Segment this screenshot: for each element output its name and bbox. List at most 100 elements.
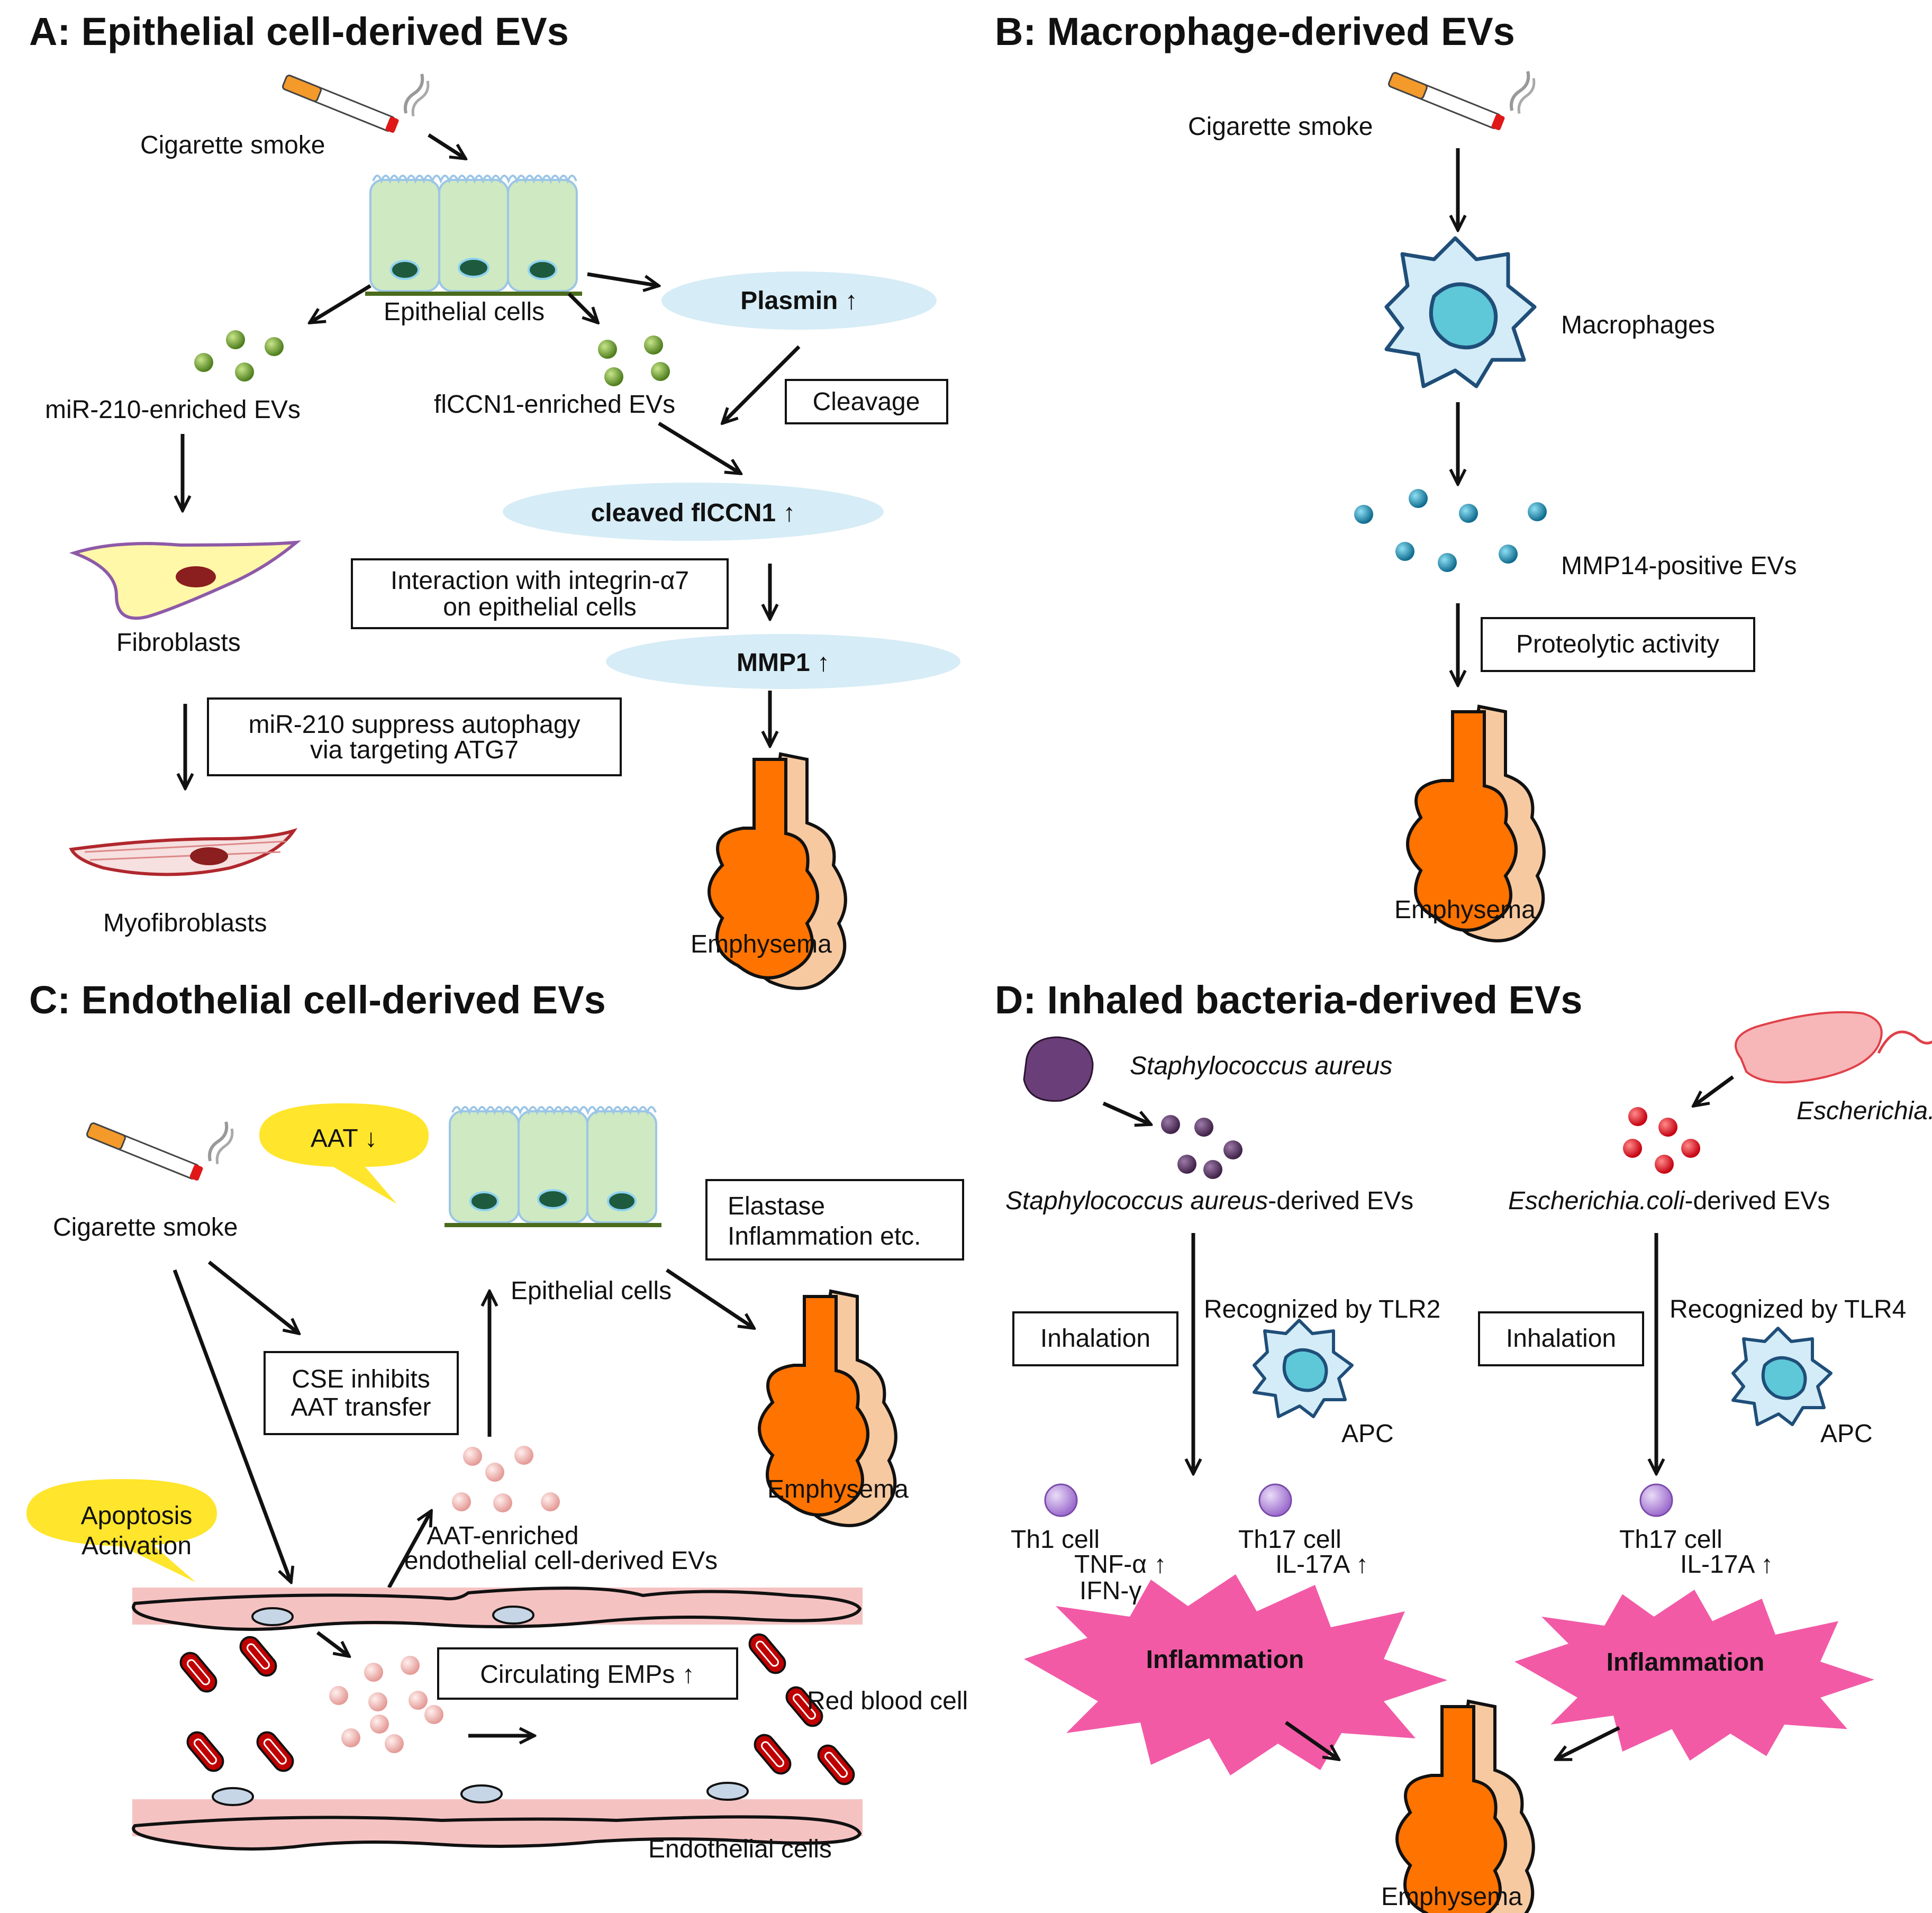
cleaved-flccn1-ellipse <box>503 483 884 541</box>
ecoli-bacterium-icon <box>1735 1011 1883 1084</box>
blood-vessel <box>132 1586 863 1851</box>
cleaved-flccn1-label: cleaved flCCN1 ↑ <box>591 499 796 527</box>
red-blood-cell-icon <box>176 1648 221 1697</box>
emphysema-label-a: Emphysema <box>691 930 832 958</box>
mmp14-evs-label: MMP14-positive EVs <box>1561 552 1797 580</box>
integrin-line2: on epithelial cells <box>443 593 637 621</box>
ecoli-name-label: Escherichia.coli <box>1797 1097 1932 1125</box>
apc-icon <box>1733 1328 1831 1425</box>
arrow-endothelium-to-evs <box>387 1511 433 1589</box>
red-blood-cell-icon <box>252 1727 298 1776</box>
elastase-line1: Elastase <box>728 1192 825 1220</box>
arrow-smoke-to-endothelium <box>173 1269 291 1582</box>
aat-evs-line1: AAT-enriched <box>427 1522 578 1550</box>
red-blood-cell-icon <box>750 1730 795 1779</box>
ecoli-evs-italic: Escherichia.coli <box>1508 1187 1685 1215</box>
arrow-epithelium-to-plasmin <box>587 272 659 286</box>
integrin-box <box>351 558 729 629</box>
staph-evs-italic: Staphylococcus aureus <box>1005 1187 1268 1215</box>
staph-name-label: Staphylococcus aureus <box>1130 1052 1392 1080</box>
macrophages-label: Macrophages <box>1561 311 1715 339</box>
tlr4-label: Recognized by TLR4 <box>1670 1295 1906 1323</box>
arrow-flccn1-to-cleaved <box>658 422 741 474</box>
fibroblasts-label: Fibroblasts <box>116 629 241 657</box>
inflammation-label-ecoli: Inflammation <box>1607 1648 1765 1676</box>
mmp1-ellipse <box>606 634 960 689</box>
staph-evs-icon <box>1161 1115 1242 1179</box>
panel-b: B: Macrophage-derived EVs Cigarette smok… <box>995 10 1797 941</box>
smoke-label-c: Cigarette smoke <box>53 1213 238 1241</box>
epithelial-label-c: Epithelial cells <box>511 1277 672 1305</box>
epithelial-label-a: Epithelial cells <box>384 298 545 326</box>
apc-label-staph: APC <box>1341 1420 1394 1448</box>
panel-d-title: D: Inhaled bacteria-derived EVs <box>995 978 1582 1022</box>
panel-c: C: Endothelial cell-derived EVs Cigarett… <box>26 978 968 1863</box>
mir210-box <box>207 697 622 776</box>
tlr2-label: Recognized by TLR2 <box>1204 1295 1440 1323</box>
arrow-epithelium-to-emphysema <box>666 1268 754 1328</box>
mmp1-label: MMP1 ↑ <box>737 649 830 677</box>
arrow-ecoli-to-evs <box>1693 1075 1735 1106</box>
myofibroblasts-label: Myofibroblasts <box>103 909 267 937</box>
mir210-line2: via targeting ATG7 <box>310 736 519 764</box>
il17-label-ecoli: IL-17A ↑ <box>1680 1551 1773 1579</box>
cleavage-box <box>785 379 948 424</box>
arrow-smoke-to-epithelium <box>428 133 466 159</box>
emphysema-icon-d <box>1397 1701 1534 1913</box>
panel-a-title: A: Epithelial cell-derived EVs <box>29 10 569 53</box>
plasmin-ellipse <box>661 271 937 330</box>
aat-callout-label: AAT ↓ <box>311 1125 377 1153</box>
th1-cell-icon <box>1044 1483 1078 1517</box>
red-blood-cell-label: Red blood cell <box>807 1687 968 1715</box>
cleavage-label: Cleavage <box>813 388 920 416</box>
arrow-inflammation-ecoli-to-emphysema <box>1556 1726 1620 1762</box>
arrow-plasmin-to-cleaved <box>722 345 801 423</box>
arrow-to-mir210-evs <box>310 284 371 323</box>
aat-callout-bubble <box>259 1103 429 1204</box>
panel-b-title: B: Macrophage-derived EVs <box>995 10 1515 53</box>
myofibroblast-nucleus <box>190 847 228 865</box>
emps-box <box>437 1647 738 1700</box>
mir210-line1: miR-210 suppress autophagy <box>248 711 580 739</box>
staph-evs-suffix: -derived EVs <box>1268 1187 1413 1215</box>
cigarette-icon <box>86 1075 237 1187</box>
staph-bacterium-icon <box>1023 1036 1094 1102</box>
panel-d: D: Inhaled bacteria-derived EVs Staphylo… <box>995 978 1932 1913</box>
il17-label-staph: IL-17A ↑ <box>1275 1551 1368 1579</box>
inflammation-label-staph: Inflammation <box>1146 1646 1304 1674</box>
arrow-smoke-to-cse <box>207 1261 299 1334</box>
inhalation-box-ecoli <box>1478 1311 1644 1366</box>
th17-label-staph: Th17 cell <box>1238 1526 1341 1554</box>
red-blood-cell-icon <box>813 1740 859 1789</box>
emps-label: Circulating EMPs ↑ <box>480 1661 694 1689</box>
cse-line1: CSE inhibits <box>292 1365 430 1393</box>
emphysema-label-c: Emphysema <box>767 1475 909 1503</box>
apc-label-ecoli: APC <box>1820 1420 1873 1448</box>
arrow-inflammation-staph-to-emphysema <box>1284 1721 1339 1760</box>
th1-label: Th1 cell <box>1011 1526 1100 1554</box>
apc-icon <box>1254 1320 1352 1417</box>
macrophage-icon <box>1386 238 1535 386</box>
apoptosis-line2: Activation <box>81 1532 192 1560</box>
myofibroblast-fibers <box>84 840 286 861</box>
ecoli-evs-label: Escherichia.coli-derived EVs <box>1508 1187 1830 1215</box>
th17-label-ecoli: Th17 cell <box>1619 1526 1722 1554</box>
epithelial-cells-icon <box>365 176 582 294</box>
apoptosis-line1: Apoptosis <box>81 1502 193 1530</box>
cse-box <box>264 1351 459 1435</box>
aat-evs-line2: endothelial cell-derived EVs <box>404 1547 718 1575</box>
panel-a: A: Epithelial cell-derived EVs Cigarette… <box>29 10 960 989</box>
flccn1-evs-label: flCCN1-enriched EVs <box>434 391 675 419</box>
arrow-staph-to-evs <box>1102 1101 1151 1125</box>
endothelial-label: Endothelial cells <box>648 1835 832 1863</box>
flccn1-evs-icon <box>598 336 670 386</box>
tnf-label: TNF-α ↑ <box>1074 1551 1166 1579</box>
inhalation-label-ecoli: Inhalation <box>1506 1325 1616 1353</box>
red-blood-cell-icon <box>235 1632 281 1681</box>
emps-icon <box>329 1656 443 1753</box>
integrin-line1: Interaction with integrin-α7 <box>391 567 689 595</box>
ecoli-evs-icon <box>1623 1107 1700 1174</box>
inhalation-label-staph: Inhalation <box>1040 1325 1150 1353</box>
red-blood-cell-icon <box>183 1727 228 1776</box>
staph-evs-label: Staphylococcus aureus-derived EVs <box>1005 1187 1413 1215</box>
